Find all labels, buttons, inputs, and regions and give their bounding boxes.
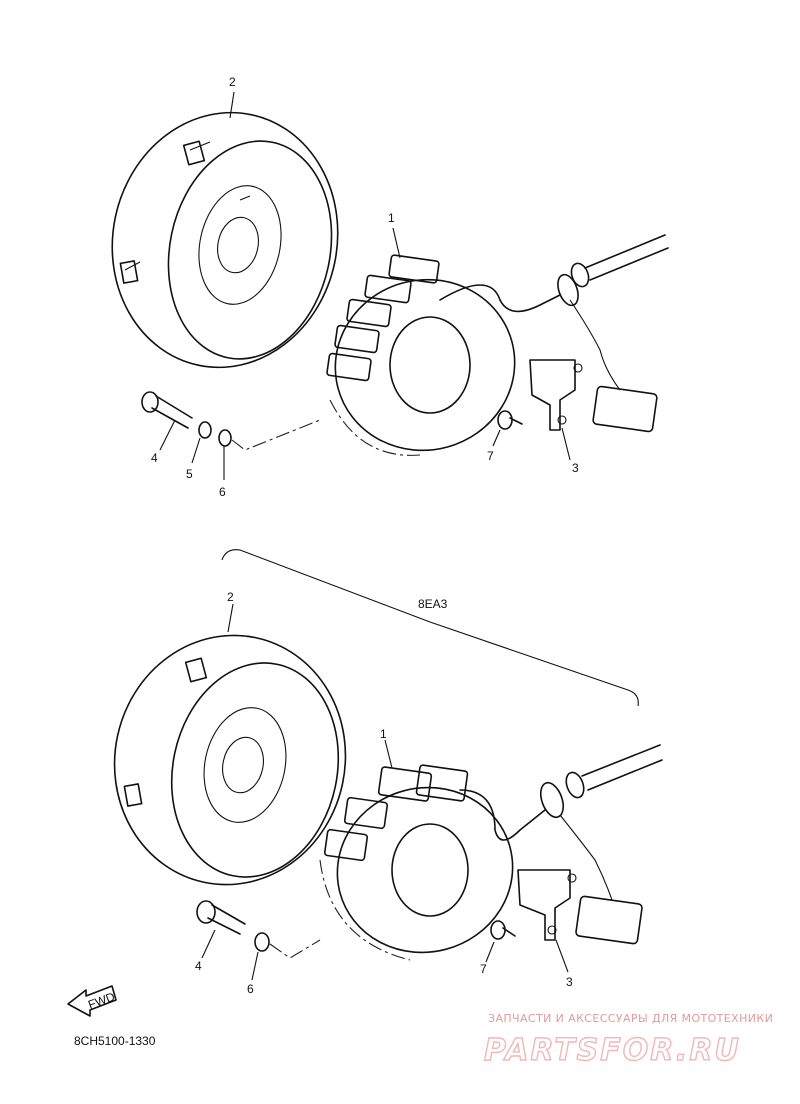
callout-7-top: 7	[487, 449, 494, 463]
callout-1-bottom: 1	[380, 727, 387, 741]
rotor-top	[111, 111, 339, 369]
watermark: ЗАПЧАСТИ И АКСЕССУАРЫ ДЛЯ МОТОТЕХНИКИ PA…	[483, 1012, 773, 1069]
diagram-code: 8CH5100-1330	[74, 1034, 156, 1048]
callout-6-bottom: 6	[247, 982, 254, 996]
washer-6-bottom	[254, 932, 270, 952]
screw-7-top	[497, 410, 523, 430]
callout-6-top: 6	[219, 485, 226, 499]
bracket-bottom	[517, 869, 577, 941]
callout-1-top: 1	[388, 211, 395, 225]
bolt-4-top	[141, 391, 193, 429]
rotor-bottom	[113, 634, 347, 886]
bracket-top	[529, 359, 583, 431]
fwd-label: FWD	[86, 989, 117, 1012]
callout-2-bottom: 2	[227, 590, 234, 604]
screw-7-bottom	[490, 920, 516, 940]
wire-harness-top	[439, 234, 669, 391]
callout-3-top: 3	[572, 461, 579, 475]
top-assembly: 2 1 4 5 6 7 3	[111, 75, 669, 499]
group-label-8ea3: 8EA3	[418, 597, 448, 611]
callout-4-top: 4	[151, 451, 158, 465]
callout-2-top: 2	[229, 75, 236, 89]
leader-lines-top	[159, 91, 571, 480]
leader-lines-bottom	[201, 603, 569, 981]
coupler-bottom	[575, 895, 643, 945]
washer-5-top	[198, 421, 212, 439]
fwd-arrow: FWD	[67, 985, 117, 1017]
bolt-4-bottom	[196, 900, 246, 935]
coupler-top	[592, 385, 658, 433]
wire-harness-bottom	[459, 744, 663, 901]
callout-4-bottom: 4	[195, 959, 202, 973]
bottom-assembly: 2 1 4 6 7 3	[113, 590, 663, 996]
stator-top	[326, 254, 516, 456]
callout-7-bottom: 7	[480, 962, 487, 976]
watermark-brand: PARTSFOR.RU	[484, 1033, 741, 1068]
callout-3-bottom: 3	[566, 975, 573, 989]
group-bracket: 8EA3	[221, 549, 639, 707]
callout-5-top: 5	[186, 467, 193, 481]
watermark-subtitle: ЗАПЧАСТИ И АКСЕССУАРЫ ДЛЯ МОТОТЕХНИКИ	[488, 1012, 773, 1025]
washer-6-top	[218, 429, 232, 447]
stator-bottom	[319, 764, 514, 961]
